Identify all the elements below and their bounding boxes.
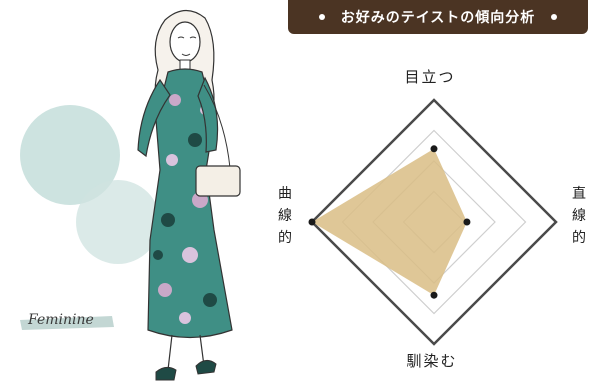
banner-dot-left-icon	[318, 14, 325, 20]
axis-label-left: 曲線的	[278, 186, 292, 246]
left-arm	[137, 78, 171, 158]
radar-point-1	[430, 145, 438, 153]
decor-circle-large	[20, 105, 120, 205]
header-title: お好みのテイストの傾向分析	[340, 10, 536, 26]
radar-point-2	[463, 218, 471, 226]
header-banner: お好みのテイストの傾向分析	[288, 0, 588, 34]
axis-label-top: 目立つ	[404, 68, 456, 86]
radar-points	[308, 145, 471, 299]
left-shoe	[155, 366, 177, 381]
right-shoe	[195, 360, 217, 375]
style-label-swash	[20, 316, 114, 330]
right-arm	[197, 76, 219, 153]
axis-label-bottom: 馴染む	[406, 352, 458, 370]
fashion-illustration: Feminine	[20, 9, 241, 381]
decor-circle-small	[76, 180, 160, 264]
radar-outer-ring	[310, 98, 558, 346]
axis-label-right: 直線的	[572, 186, 586, 246]
radar-point-3	[430, 291, 438, 299]
radar-data-area	[312, 148, 467, 296]
radar-point-4	[308, 218, 316, 226]
bag-strap	[203, 84, 231, 169]
style-label: Feminine	[27, 312, 94, 328]
handbag	[195, 165, 241, 197]
dress-pattern	[153, 94, 217, 324]
banner-dot-right-icon	[551, 14, 558, 20]
face-features	[177, 36, 197, 56]
